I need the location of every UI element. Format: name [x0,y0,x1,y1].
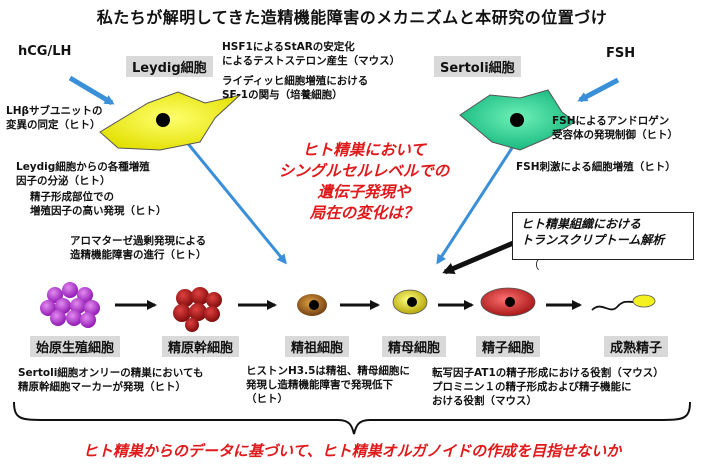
sertoli-to-germline-arrow [436,147,514,265]
leydig-proliferation-note: ライディッヒ細胞増殖における SF-1の関与（培養細胞） [222,75,369,101]
bottom-brace [13,401,691,435]
lh-arrow [68,75,115,106]
sertoli-only-note: Sertoli細胞オンリーの精巣においても 精原幹細胞マーカーが発現（ヒト） [18,367,204,393]
leydig-cell [99,91,242,151]
spermatogenic-site-note: 精子形成部位での 増殖因子の高い発現（ヒト） [30,191,167,217]
fsh-proliferation-note: FSH刺激による細胞増殖（ヒト） [516,161,676,173]
spermatogonial-stem-cell [173,287,222,332]
spermatocyte [392,289,428,315]
spermatogonium [297,294,327,316]
center-question: ヒト精巣において シングルセルレベルでの 遺伝子発現や 局在の変化は？ [278,141,450,222]
hsf1-note: HSF1によるStARの安定化 によるテストステロン産生（マウス） [222,41,401,67]
fsh-androgen-note: FSHによるアンドロゲン 受容体の発現制御（ヒト） [552,115,678,141]
fsh-arrow [577,77,620,103]
sertoli-cell-label: Sertoli細胞 [434,56,521,77]
transcriptome-mark: （ [528,258,540,272]
spermatid [480,287,536,317]
stage-label-pgc: 始原生殖細胞 [30,336,121,357]
lh-beta-note: LHβサブユニットの 変異の同定（ヒト） [6,105,103,131]
mature-sperm [591,294,656,311]
histone-note: ヒストンH3.5は精祖、精母細胞に 発現し造精機能障害で発現低下 （ヒト） [246,365,410,405]
stage-label-spermatid: 精子細胞 [476,336,541,357]
conclusion-text: ヒト精巣からのデータに基づいて、ヒト精巣オルガノイドの作成を目指せないか [82,442,622,460]
stage-label-spermatocyte: 精母細胞 [382,336,447,357]
aromatase-note: アロマターゼ過剰発現による 造精機能障害の進行（ヒト） [70,235,207,261]
transcriptome-box: ヒト精巣組織における トランスクリプトーム解析 [512,212,694,260]
stage-label-ssc: 精原幹細胞 [162,336,240,357]
stage-label-mature-sperm: 成熟精子 [604,336,669,357]
fsh-label: FSH [606,46,636,61]
diagram-title: 私たちが解明してきた造精機能障害のメカニズムと本研究の位置づけ [96,8,608,27]
primordial-germ-cell [40,282,100,328]
leydig-cell-label: Leydig細胞 [126,56,213,77]
leydig-to-germline-arrow [183,139,287,265]
hcg-lh-label: hCG/LH [18,44,72,59]
transcriptome-text: ヒト精巣組織における トランスクリプトーム解析 [521,217,665,247]
leydig-factors-note: Leydig細胞からの各種増殖 因子の分泌（ヒト） [16,161,150,187]
stage-label-spermatogonium: 精祖細胞 [285,336,350,357]
transcriptome-arrow [442,235,526,275]
at1-prominin-note: 転写因子AT1の精子形成における役割（マウス） プロミニン１の精子形成および精子… [432,367,664,407]
